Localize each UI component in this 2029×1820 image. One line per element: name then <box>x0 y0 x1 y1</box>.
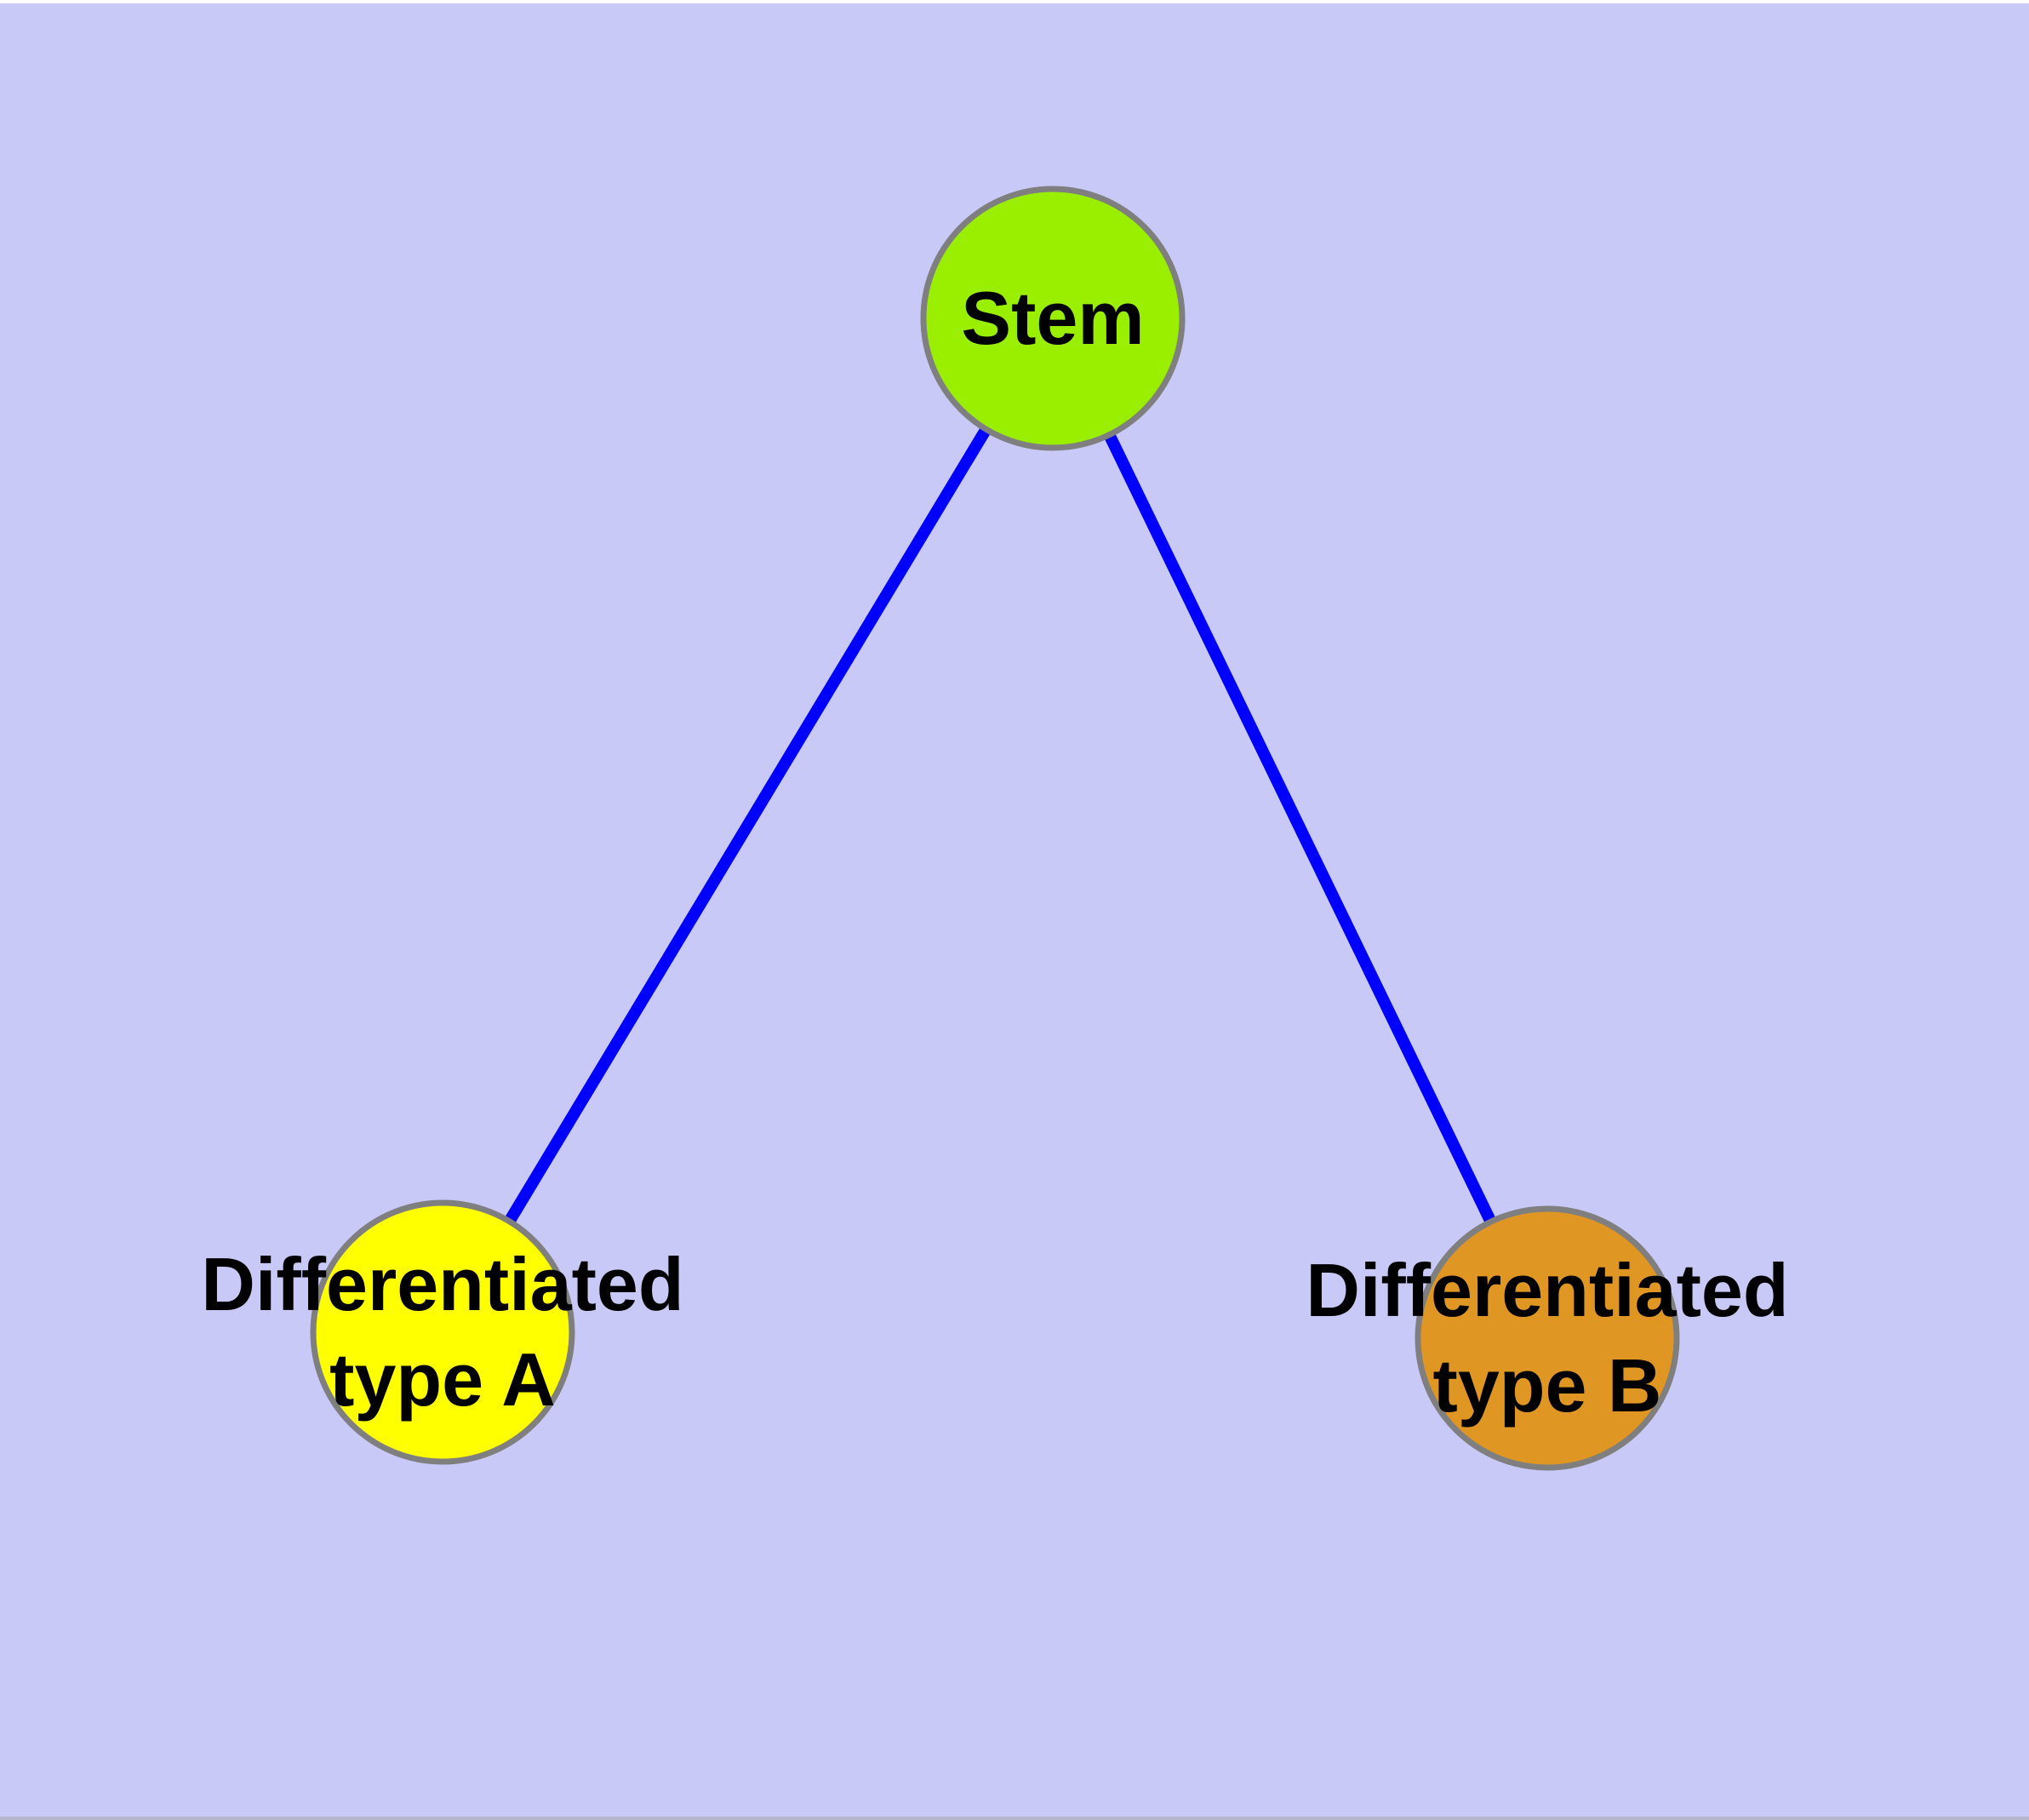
frame-top-strip <box>0 0 2029 3</box>
frame-bottom-strip <box>0 1817 2029 1820</box>
node-differentiated-type-b <box>1415 1205 1680 1471</box>
edge-stem-to-type-b <box>1047 315 1553 1342</box>
edge-stem-to-type-a <box>437 315 1058 1336</box>
node-stem <box>920 186 1186 451</box>
node-differentiated-type-a <box>310 1199 575 1465</box>
